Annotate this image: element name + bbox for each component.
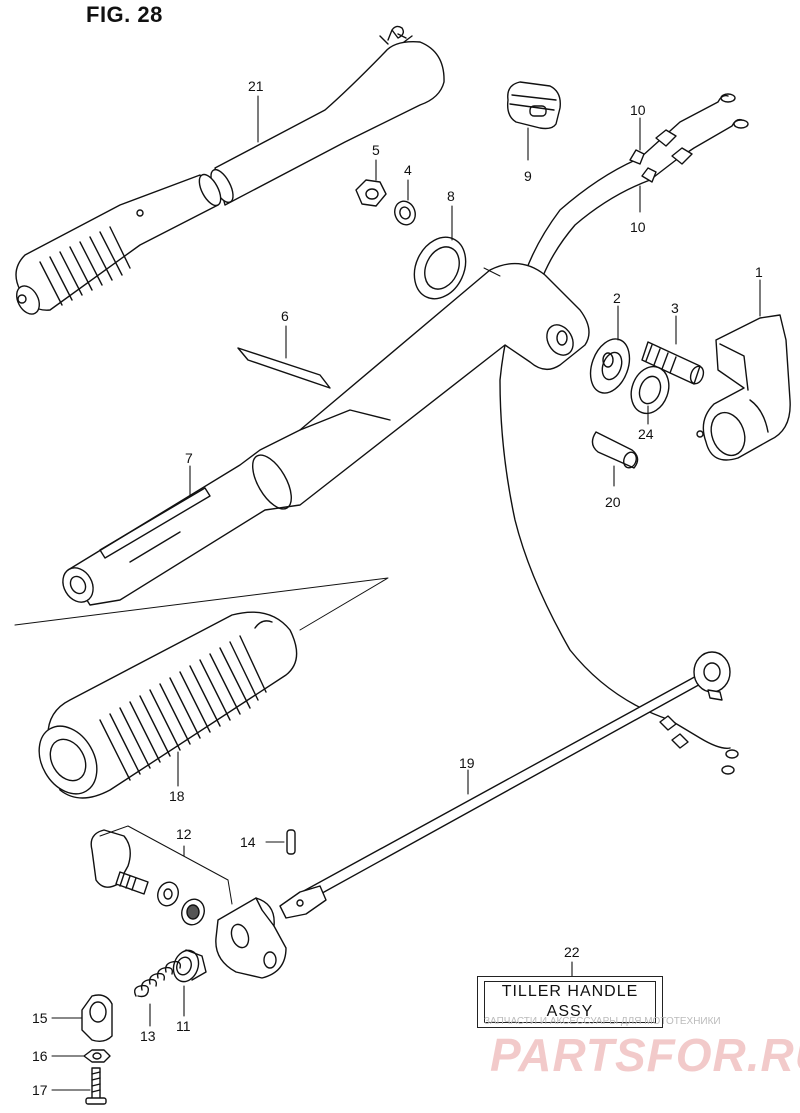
callout-15: 15 (32, 1010, 48, 1026)
callout-5: 5 (372, 142, 380, 158)
callout-1: 1 (755, 264, 763, 280)
throttle-shaft-part (210, 25, 445, 206)
knob-part (81, 994, 113, 1043)
callout-3: 3 (671, 300, 679, 316)
washer-24-part (630, 365, 670, 415)
callout-6: 6 (281, 308, 289, 324)
bushing-part (589, 338, 631, 394)
assembly-label-line1: TILLER HANDLE (501, 983, 639, 1000)
assembly-label-line2: ASSY (546, 1003, 594, 1020)
stud-part (641, 341, 705, 385)
tiller-arm-part (62, 262, 590, 606)
throttle-grip-shaft-part (15, 173, 222, 315)
callout-17: 17 (32, 1082, 48, 1098)
assembly-label-box: TILLER HANDLE ASSY (477, 976, 663, 1028)
grip-part (38, 611, 298, 799)
tiller-cover-part (696, 314, 791, 461)
callout-9: 9 (524, 168, 532, 184)
washer-part (413, 236, 467, 300)
label-plate-part (237, 347, 331, 389)
watermark-subtitle: ЗАПЧАСТИ И АКСЕССУАРЫ ДЛЯ МОТОТЕХНИКИ (484, 1016, 721, 1027)
spring-part (133, 960, 182, 998)
lock-washer-part (394, 200, 416, 226)
callout-10-upper: 10 (630, 102, 646, 118)
callout-19: 19 (459, 755, 475, 771)
callout-12: 12 (176, 826, 192, 842)
figure-title: FIG. 28 (86, 2, 163, 27)
throttle-link-part (90, 829, 287, 979)
link-rod-part (279, 651, 731, 919)
exploded-guide-lines (14, 267, 501, 905)
small-pin-part (286, 829, 296, 855)
callout-13: 13 (140, 1028, 156, 1044)
callout-11: 11 (176, 1018, 191, 1034)
callout-10-lower: 10 (630, 219, 646, 235)
pin-part (591, 431, 639, 469)
watermark-logo: PARTSFOR.RU (490, 1029, 800, 1081)
screw-part (85, 1067, 107, 1105)
callout-14: 14 (240, 834, 256, 850)
collar-part (172, 949, 207, 983)
callout-2: 2 (613, 290, 621, 306)
grommet-part (506, 81, 561, 130)
throttle-cable-part (499, 93, 749, 775)
callout-7: 7 (185, 450, 193, 466)
assembly-label-inner: TILLER HANDLE ASSY (484, 981, 656, 1023)
small-nut-part (83, 1049, 111, 1063)
nut-part (355, 179, 387, 207)
callout-18: 18 (169, 788, 185, 804)
callout-16: 16 (32, 1048, 48, 1064)
callout-21: 21 (248, 78, 264, 94)
callout-24: 24 (638, 426, 654, 442)
callout-8: 8 (447, 188, 455, 204)
callout-20: 20 (605, 494, 621, 510)
callout-22: 22 (564, 944, 580, 960)
leader-lines (51, 95, 761, 1091)
callout-4: 4 (404, 162, 412, 178)
